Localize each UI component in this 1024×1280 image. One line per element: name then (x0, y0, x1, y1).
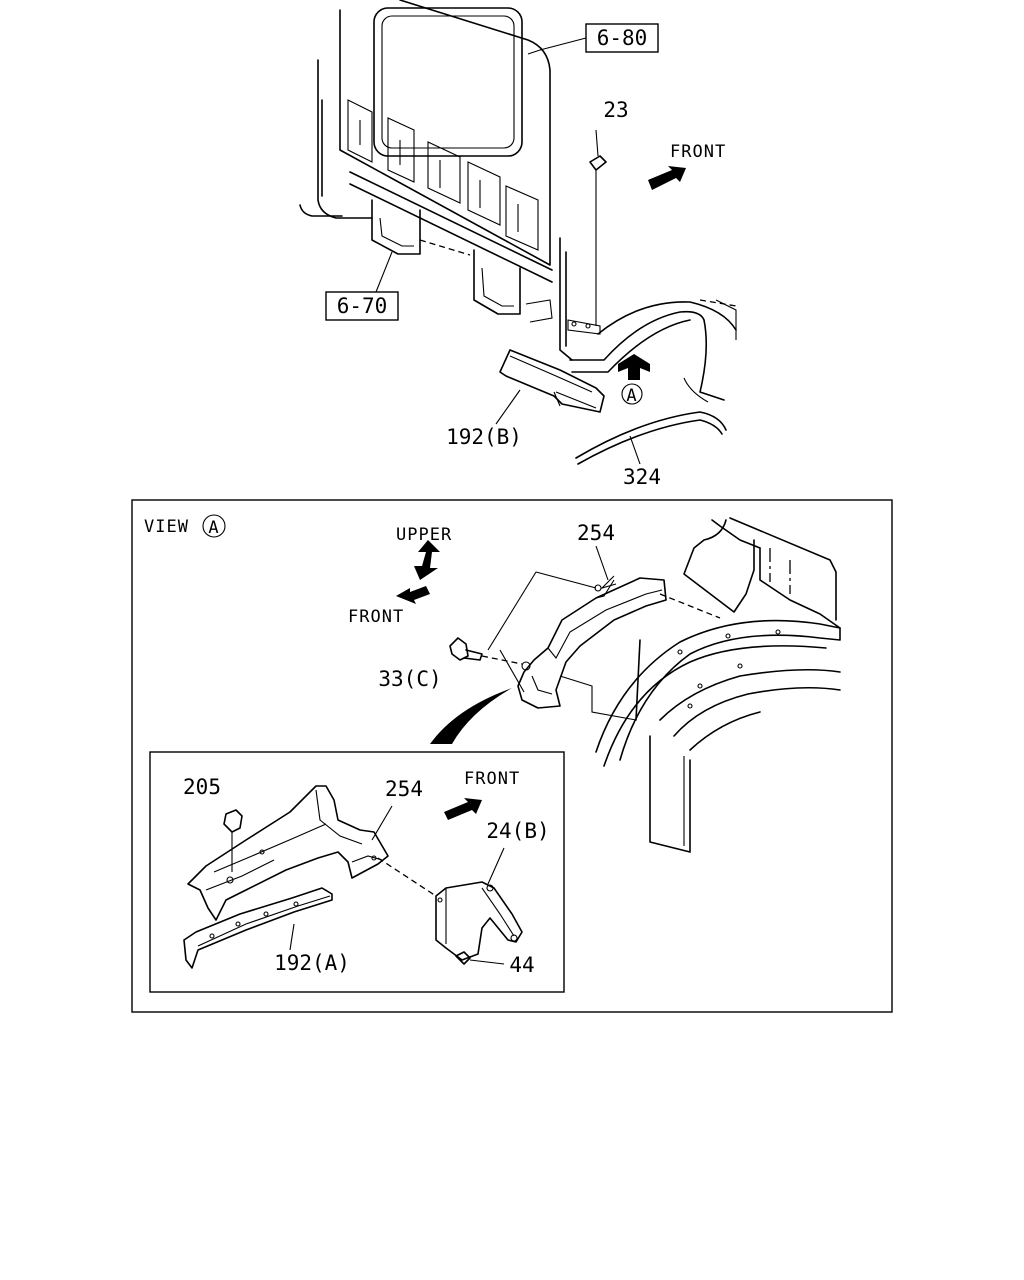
view-a-arrow-icon (618, 354, 650, 380)
view-a-frame (131, 499, 893, 1013)
detail-part-44-label: 44 (509, 953, 534, 977)
trim-strip-324 (575, 411, 727, 465)
part-324-label: 324 (623, 465, 661, 489)
view-a-title: VIEW (144, 517, 189, 537)
upper-label: UPPER (396, 525, 452, 545)
ref-box-floor: 6-70 (325, 251, 399, 321)
detail-inset-frame (149, 751, 565, 993)
svg-text:A: A (208, 518, 219, 538)
detail-part-192a-label: 192(A) (274, 951, 350, 975)
bracket-254-view (517, 575, 667, 709)
clip-205 (223, 809, 243, 872)
detail-rail-192a (183, 887, 333, 969)
upper-front-arrow-icon (396, 540, 440, 604)
detail-part-254-label: 254 (385, 777, 423, 801)
detail-bracket-254 (187, 785, 389, 921)
ref-floor-label: 6-70 (337, 294, 388, 318)
view-a-marker: A (621, 383, 643, 406)
part-33c-label: 33(C) (378, 667, 441, 691)
cover-24b (435, 881, 523, 961)
detail-part-24b-label: 24(B) (486, 819, 549, 843)
view-a-title-marker: A (202, 514, 226, 538)
part-23-label: 23 (603, 98, 628, 122)
ref-cab-label: 6-80 (597, 26, 648, 50)
detail-part-205-label: 205 (183, 775, 221, 799)
bolt-33c (449, 637, 523, 665)
front-arrow-icon (648, 166, 686, 190)
ref-box-cab: 6-80 (527, 23, 659, 55)
detail-pointer-arrow-icon (430, 688, 512, 744)
screw-44 (455, 951, 505, 965)
part-192b-label: 192(B) (446, 425, 522, 449)
top-front-label: FRONT (670, 142, 726, 162)
view-part-254-label: 254 (577, 521, 615, 545)
mud-guard-bracket-192b (499, 349, 605, 413)
detail-front-arrow-icon (444, 798, 482, 820)
cab-rear-assembly (299, 0, 737, 403)
view-a-front-label: FRONT (348, 607, 404, 627)
wheel-housing (595, 517, 841, 853)
svg-text:A: A (626, 386, 637, 406)
detail-front-label: FRONT (464, 769, 520, 789)
